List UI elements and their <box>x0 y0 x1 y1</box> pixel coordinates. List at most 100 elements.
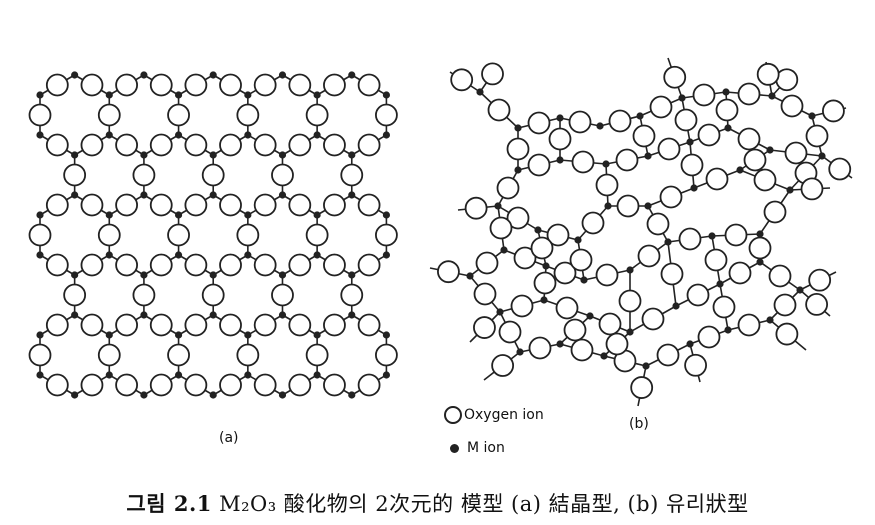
m-ion <box>382 251 391 259</box>
m-ion <box>574 236 582 244</box>
m-ion <box>313 131 321 139</box>
oxygen-ion <box>763 200 787 224</box>
m-ion <box>756 230 764 238</box>
m-ion <box>174 251 183 259</box>
oxygen-ion <box>219 193 242 217</box>
oxygen-ion <box>510 294 534 318</box>
oxygen-ion <box>784 141 808 165</box>
m-ion <box>209 391 217 399</box>
m-ion <box>556 114 564 122</box>
m-ion <box>36 251 44 259</box>
m-ion <box>36 211 44 219</box>
m-ion <box>586 312 594 320</box>
m-ion <box>636 112 644 120</box>
oxygen-ion <box>808 268 832 292</box>
legend-m-label: M ion <box>467 440 505 456</box>
oxygen-ion <box>167 103 190 127</box>
panel-b-label: (b) <box>629 416 649 432</box>
m-ion <box>818 152 826 160</box>
oxygen-ion <box>805 293 829 316</box>
m-ion <box>766 316 774 324</box>
oxygen-ion <box>704 248 728 272</box>
m-ion <box>786 186 794 194</box>
m-ion <box>556 156 564 164</box>
oxygen-ion <box>553 261 577 285</box>
m-ion <box>71 391 79 399</box>
m-ion <box>71 71 79 79</box>
m-ion <box>626 266 634 274</box>
oxygen-ion <box>437 260 460 284</box>
oxygen-ion <box>115 73 139 97</box>
m-ion <box>600 352 608 360</box>
oxygen-ion <box>712 295 736 319</box>
oxygen-ion <box>684 353 707 377</box>
m-ion <box>174 371 183 379</box>
oxygen-ion <box>97 343 121 367</box>
oxygen-ion <box>305 103 329 127</box>
oxygen-ion <box>357 73 381 97</box>
legend-oxygen: Oxygen ion <box>444 406 544 424</box>
m-ion <box>140 151 148 159</box>
oxygen-ion <box>548 127 572 151</box>
oxygen-ion <box>646 212 670 236</box>
oxygen-ion <box>663 65 687 89</box>
m-ion <box>105 211 113 219</box>
oxygen-ion <box>80 73 104 97</box>
oxygen-ion <box>491 354 515 377</box>
oxygen-ion <box>115 253 139 277</box>
oxygen-ion <box>608 109 632 133</box>
oxygen-ion <box>571 150 595 174</box>
m-ion <box>716 280 724 288</box>
legend-m-ion: M ion <box>446 440 505 456</box>
oxygen-ion <box>630 376 654 399</box>
caption-text: M₂O₃ 酸化物의 2次元的 模型 (a) 結晶型, (b) 유리狀型 <box>219 492 749 516</box>
oxygen-ion <box>473 316 496 339</box>
oxygen-ion <box>641 307 665 331</box>
oxygen-ion <box>715 98 739 122</box>
m-ion <box>174 331 183 339</box>
oxygen-ion <box>450 68 474 92</box>
m-ion <box>542 262 550 270</box>
oxygen-ion <box>680 153 704 177</box>
m-ion <box>476 88 484 96</box>
m-ion <box>382 331 391 339</box>
oxygen-ion <box>253 373 277 397</box>
m-ion <box>382 131 391 139</box>
m-ion <box>580 276 588 284</box>
oxygen-ion <box>527 153 551 177</box>
oxygen-ion <box>115 373 139 397</box>
m-ion <box>174 131 183 139</box>
oxygen-ion <box>323 133 346 157</box>
m-ion <box>244 91 252 99</box>
oxygen-ion <box>581 211 605 235</box>
oxygen-ion <box>780 94 804 118</box>
oxygen-ion <box>219 73 242 97</box>
m-ion <box>140 271 148 279</box>
oxygen-ion <box>340 283 364 307</box>
oxygen-ion <box>253 133 277 157</box>
oxygen-ion <box>219 313 242 337</box>
oxygen-ion <box>649 95 673 119</box>
oxygen-ion <box>184 193 208 217</box>
oxygen-ion <box>753 168 777 192</box>
oxygen-ion <box>657 137 681 161</box>
oxygen-ion <box>80 133 104 157</box>
m-ion <box>313 211 321 219</box>
oxygen-ion <box>149 373 173 397</box>
oxygen-ion <box>149 73 173 97</box>
m-ion <box>278 271 287 279</box>
oxygen-ion <box>288 313 312 337</box>
oxygen-ion <box>618 289 642 313</box>
oxygen-ion <box>28 103 52 127</box>
oxygen-ion <box>375 103 398 127</box>
oxygen-ion <box>115 313 139 337</box>
m-ion <box>71 311 79 319</box>
m-ion <box>678 94 686 102</box>
m-ion <box>209 311 217 319</box>
m-ion <box>140 391 148 399</box>
m-ion <box>313 331 321 339</box>
m-ion <box>313 91 321 99</box>
oxygen-ion <box>115 133 139 157</box>
m-ion <box>686 138 694 146</box>
oxygen-ion <box>656 343 680 367</box>
